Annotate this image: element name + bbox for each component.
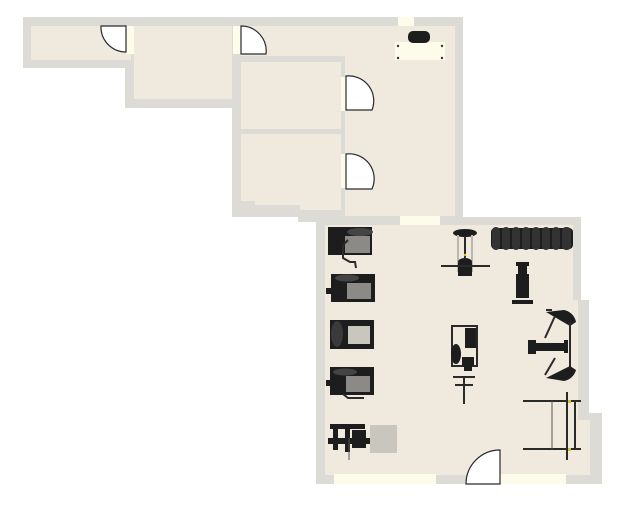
door-inner-upper xyxy=(345,75,375,111)
multi-station-icon[interactable] xyxy=(451,325,478,404)
openings xyxy=(126,17,566,484)
stepper-icon[interactable] xyxy=(328,424,397,460)
room-north-middle xyxy=(134,26,232,99)
doors xyxy=(100,25,501,485)
reception-desk[interactable] xyxy=(395,42,445,60)
bench-icon[interactable] xyxy=(512,262,533,304)
cable-machine-icon[interactable] xyxy=(528,309,576,381)
door-gym-south xyxy=(465,449,501,485)
treadmill-icon[interactable] xyxy=(328,227,373,269)
door-inner-lower xyxy=(345,153,375,190)
room-upper-left-inner xyxy=(241,62,341,129)
treadmill-icon[interactable] xyxy=(326,274,375,302)
dumbbell-rack-icon[interactable] xyxy=(491,227,573,250)
squat-rack-icon[interactable] xyxy=(523,392,581,460)
elliptical-icon[interactable] xyxy=(330,320,374,349)
lat-pulldown-icon[interactable] xyxy=(441,229,490,276)
door-north-middle xyxy=(240,25,267,55)
door-west xyxy=(100,25,127,53)
treadmill-icon[interactable] xyxy=(326,367,374,399)
chair-icon[interactable] xyxy=(408,31,430,43)
floors xyxy=(31,26,590,475)
room-lower-left-inner xyxy=(241,134,341,201)
